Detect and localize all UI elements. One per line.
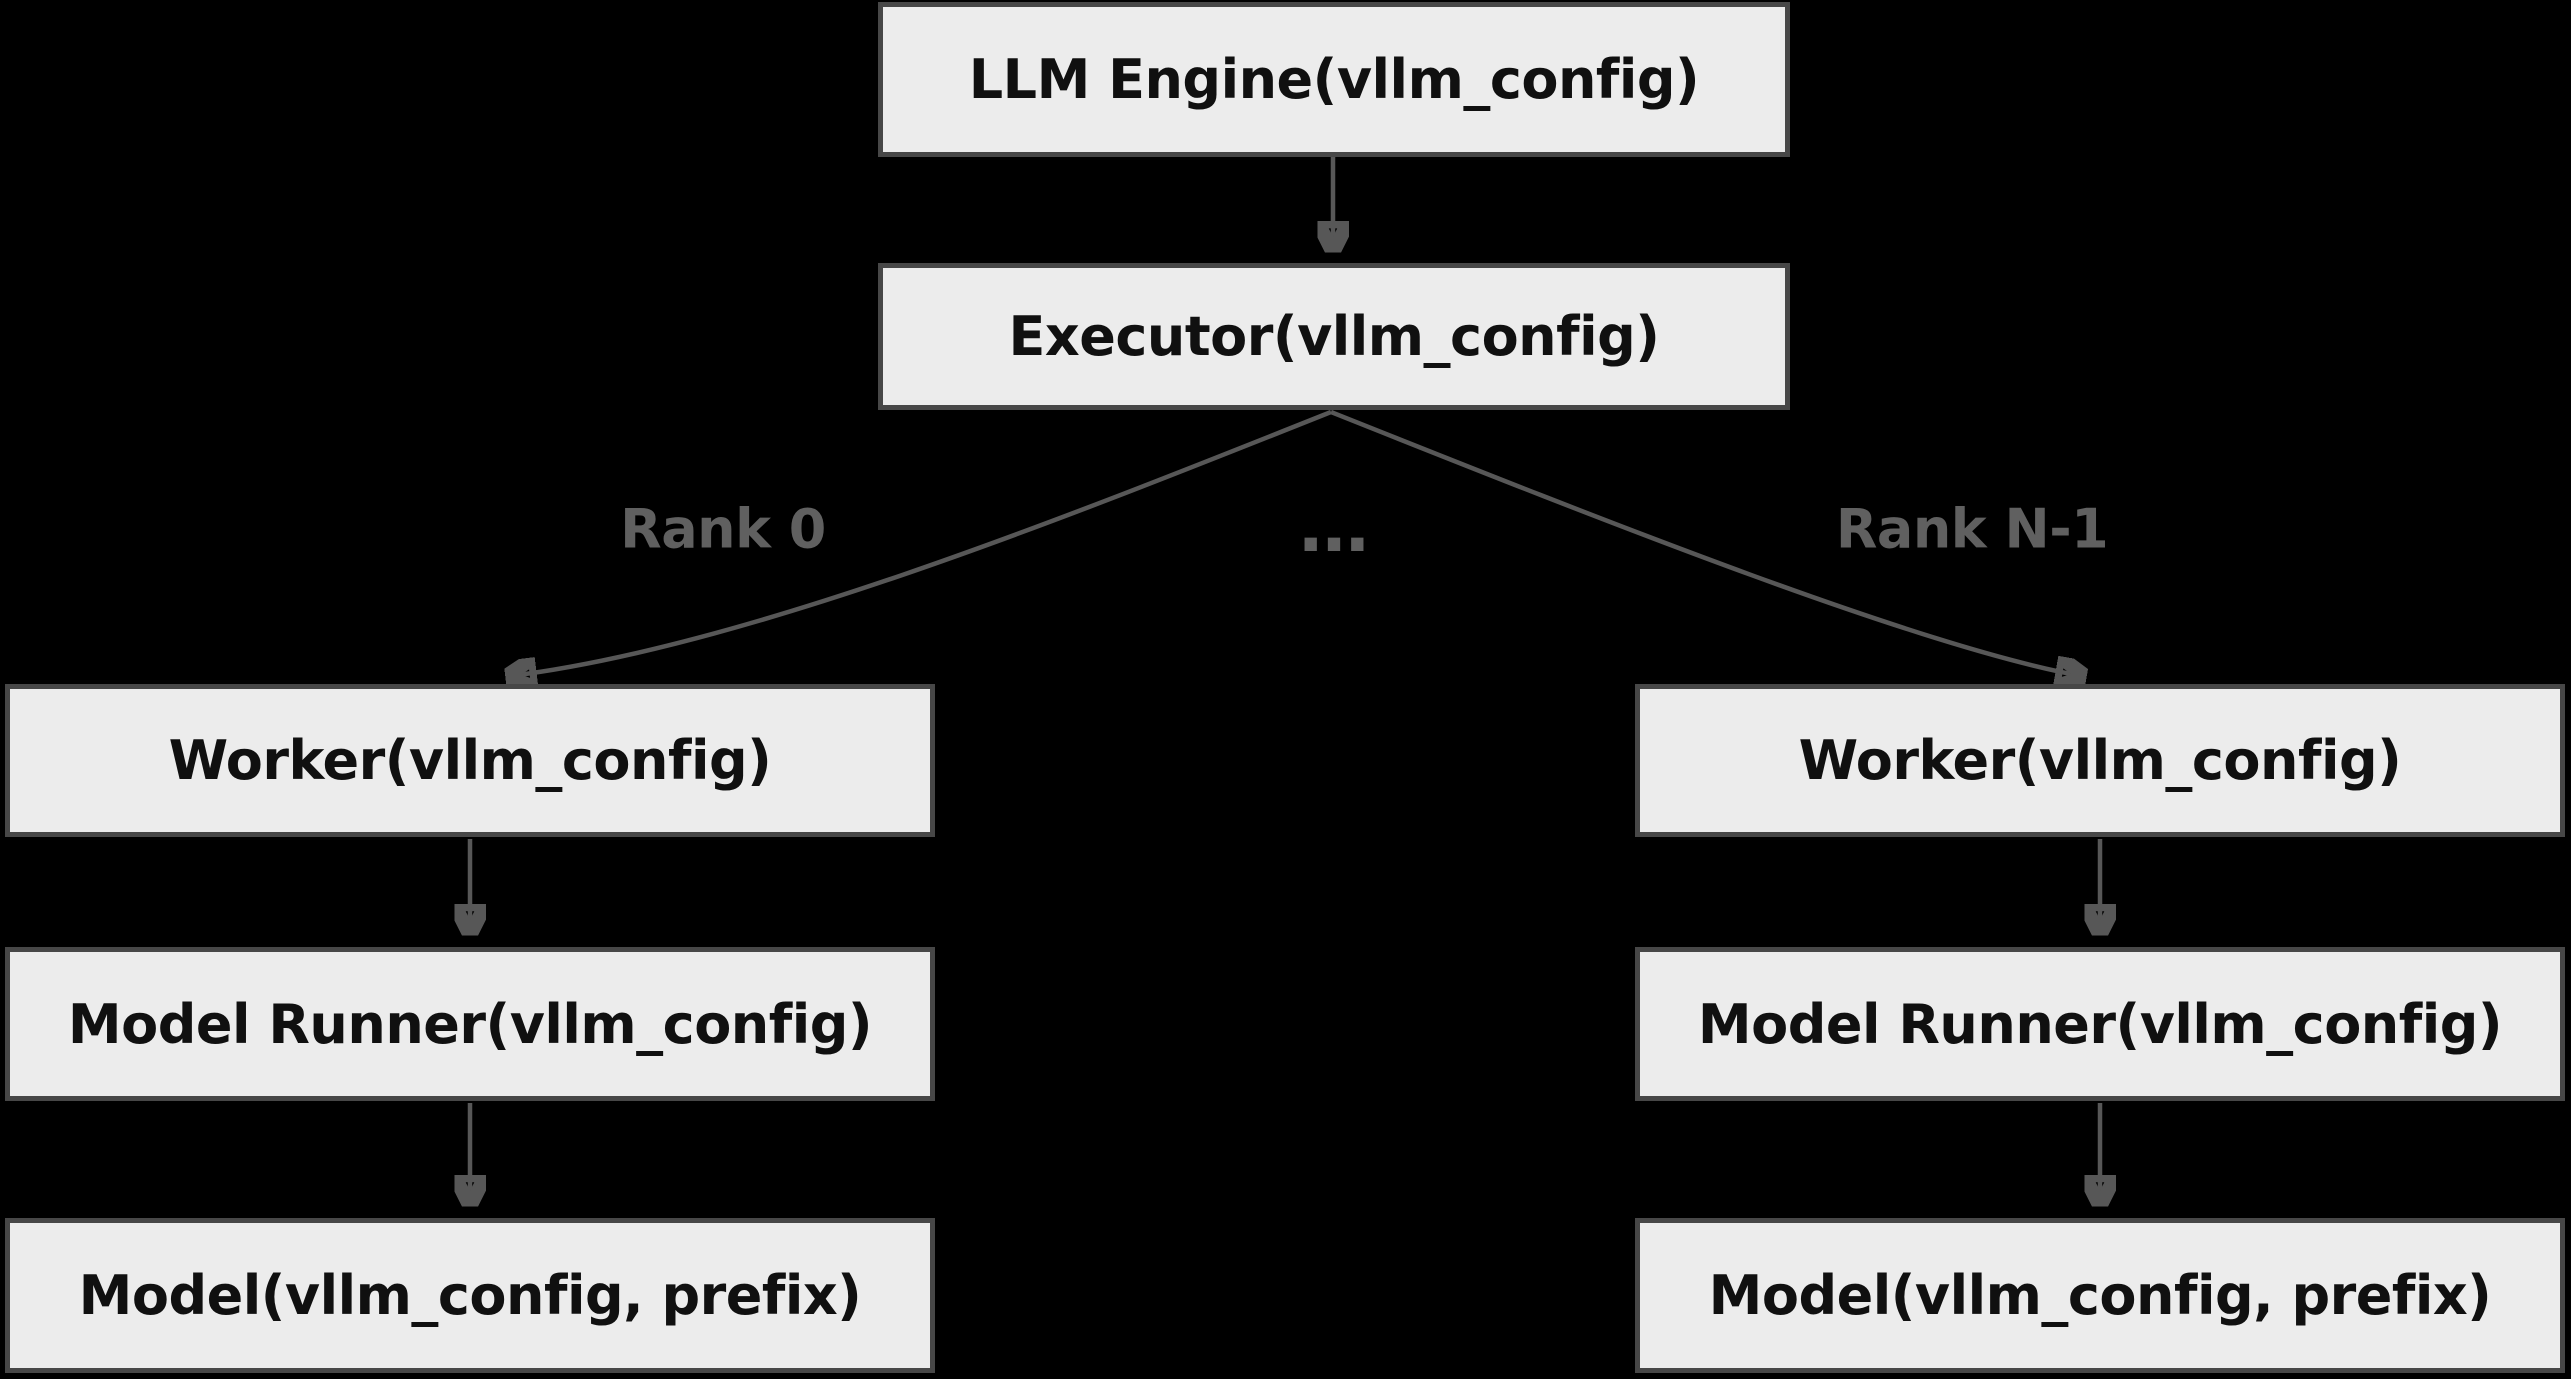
- node-executor: Executor(vllm_config): [878, 263, 1790, 410]
- edge-label-rank-0: Rank 0: [620, 497, 826, 561]
- node-worker-rankn: Worker(vllm_config): [1635, 684, 2565, 837]
- edge-label-rank-n-1: Rank N-1: [1835, 497, 2109, 561]
- node-model-runner-rank0: Model Runner(vllm_config): [5, 947, 935, 1101]
- node-model-runner-rankn: Model Runner(vllm_config): [1635, 947, 2565, 1101]
- node-model-rank0: Model(vllm_config, prefix): [5, 1218, 935, 1373]
- node-model-rankn: Model(vllm_config, prefix): [1635, 1218, 2565, 1373]
- node-worker-rank0: Worker(vllm_config): [5, 684, 935, 837]
- edge-executor-worker-left: [510, 409, 1332, 676]
- edge-executor-worker-right: [1330, 409, 2082, 676]
- edge-label-ellipsis: …: [1299, 486, 1369, 568]
- node-llm-engine: LLM Engine(vllm_config): [878, 2, 1790, 157]
